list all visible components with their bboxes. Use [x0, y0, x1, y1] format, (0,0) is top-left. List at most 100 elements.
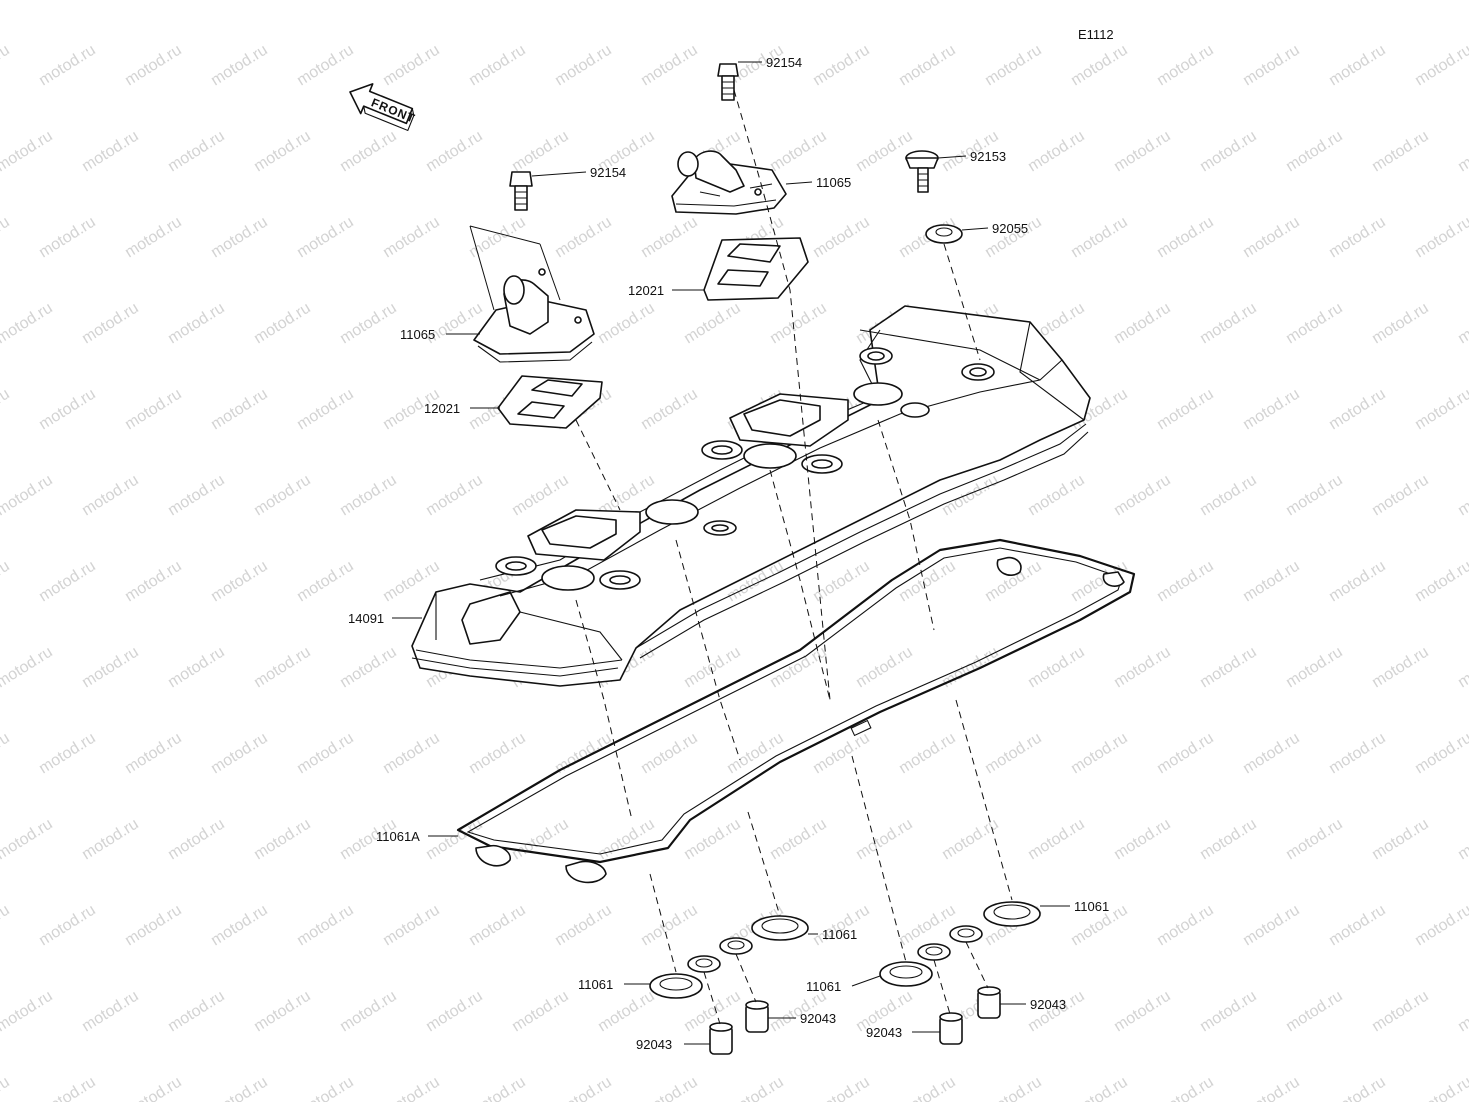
label-dowel-2: 92043 [800, 1011, 836, 1026]
watermark-text: motod.ru [1068, 1074, 1131, 1102]
watermark-text: motod.ru [79, 988, 142, 1036]
watermark-text: motod.ru [1068, 214, 1131, 262]
watermark-text: motod.ru [1412, 730, 1469, 778]
watermark-text: motod.ru [380, 214, 443, 262]
watermark-text: motod.ru [337, 988, 400, 1036]
watermark-text: motod.ru [208, 902, 271, 950]
watermark-text: motod.ru [208, 386, 271, 434]
watermark-text: motod.ru [1025, 644, 1088, 692]
watermark-text: motod.ru [1025, 472, 1088, 520]
reed-valve-left [497, 375, 603, 429]
watermark-text: motod.ru [552, 902, 615, 950]
watermark-text: motod.ru [638, 1074, 701, 1102]
watermark-text: motod.ru [122, 386, 185, 434]
watermark-text: motod.ru [0, 558, 13, 606]
watermark-text: motod.ru [896, 902, 959, 950]
watermark-text: motod.ru [1197, 128, 1260, 176]
watermark-text: motod.ru [853, 0, 916, 3]
watermark-text: motod.ru [165, 472, 228, 520]
watermark-text: motod.ru [79, 816, 142, 864]
watermark-text: motod.ru [1197, 988, 1260, 1036]
watermark-text: motod.ru [1154, 1074, 1217, 1102]
watermark-text: motod.ru [1240, 558, 1303, 606]
watermark-text: motod.ru [1283, 644, 1346, 692]
watermark-text: motod.ru [1154, 902, 1217, 950]
watermark-text: motod.ru [36, 1074, 99, 1102]
watermark-text: motod.ru [251, 0, 314, 3]
watermark-text: motod.ru [1283, 472, 1346, 520]
watermark-text: motod.ru [36, 558, 99, 606]
watermark-text: motod.ru [1111, 0, 1174, 3]
watermark-text: motod.ru [1412, 902, 1469, 950]
watermark-text: motod.ru [208, 214, 271, 262]
watermark-text: motod.ru [1197, 300, 1260, 348]
watermark-text: motod.ru [0, 816, 56, 864]
watermark-text: motod.ru [1283, 300, 1346, 348]
dowels [709, 986, 1001, 1055]
watermark-text: motod.ru [810, 730, 873, 778]
watermark-text: motod.ru [36, 42, 99, 90]
watermark-text: motod.ru [681, 0, 744, 3]
watermark-text: motod.ru [423, 988, 486, 1036]
watermark-text: motod.ru [122, 42, 185, 90]
watermark-text: motod.ru [294, 902, 357, 950]
watermark-text: motod.ru [1154, 214, 1217, 262]
watermark-text: motod.ru [638, 902, 701, 950]
watermark-text: motod.ru [0, 1074, 13, 1102]
watermark-text: motod.ru [1154, 730, 1217, 778]
watermark-text: motod.ru [251, 988, 314, 1036]
label-reed-valve-left: 12021 [424, 401, 460, 416]
watermark-text: motod.ru [896, 42, 959, 90]
watermark-text: motod.ru [1326, 730, 1389, 778]
watermark-text: motod.ru [638, 730, 701, 778]
watermark-text: motod.ru [552, 214, 615, 262]
watermark-text: motod.ru [1369, 988, 1432, 1036]
watermark-text: motod.ru [1111, 644, 1174, 692]
part-labels: 92154 92154 11065 11065 92153 92055 1202… [348, 55, 1109, 1052]
label-cylinder-head-cover: 14091 [348, 611, 384, 626]
watermark-text: motod.ru [939, 816, 1002, 864]
plug-gasket-group-3 [879, 943, 951, 987]
watermark-text: motod.ru [982, 42, 1045, 90]
watermark-text: motod.ru [1197, 472, 1260, 520]
watermark-text: motod.ru [1240, 1074, 1303, 1102]
watermark-text: motod.ru [810, 902, 873, 950]
watermark-text: motod.ru [1240, 730, 1303, 778]
watermark-text: motod.ru [0, 988, 56, 1036]
watermark-text: motod.ru [853, 128, 916, 176]
watermark-text: motod.ru [724, 730, 787, 778]
leader-lines [392, 61, 1070, 1045]
watermark-text: motod.ru [1154, 386, 1217, 434]
watermark-text: motod.ru [552, 42, 615, 90]
watermark-text: motod.ru [1326, 42, 1389, 90]
watermark-text: motod.ru [1326, 386, 1389, 434]
watermark-text: motod.ru [509, 128, 572, 176]
watermark-text: motod.ru [380, 1074, 443, 1102]
bolt-right [717, 63, 739, 101]
watermark-text: motod.ru [79, 0, 142, 3]
watermark-text: motod.ru [208, 1074, 271, 1102]
watermark-text: motod.ru [466, 42, 529, 90]
watermark-text: motod.ru [1025, 0, 1088, 3]
watermark-text: motod.ru [0, 472, 56, 520]
watermark-text: motod.ru [251, 472, 314, 520]
watermark-text: motod.ru [1412, 1074, 1469, 1102]
watermark-text: motod.ru [423, 0, 486, 3]
label-cover-bolt: 92153 [970, 149, 1006, 164]
watermark-text: motod.ru [1240, 386, 1303, 434]
watermark-text: motod.ru [79, 472, 142, 520]
watermark-text: motod.ru [294, 730, 357, 778]
cylinder-head-cover [411, 305, 1091, 687]
watermark-text: motod.ru [1240, 902, 1303, 950]
watermark-text: motod.ru [294, 558, 357, 606]
watermark-text: motod.ru [1197, 816, 1260, 864]
watermark-text: motod.ru [1154, 558, 1217, 606]
watermark-text: motod.ru [1369, 472, 1432, 520]
watermark-text: motod.ru [638, 386, 701, 434]
watermark-text: motod.ru [1326, 558, 1389, 606]
watermark-text: motod.ru [681, 300, 744, 348]
watermark-text: motod.ru [1455, 644, 1469, 692]
label-gasket-main: 11061A [376, 829, 420, 844]
watermark-text: motod.ru [853, 644, 916, 692]
watermark-text: motod.ru [122, 214, 185, 262]
